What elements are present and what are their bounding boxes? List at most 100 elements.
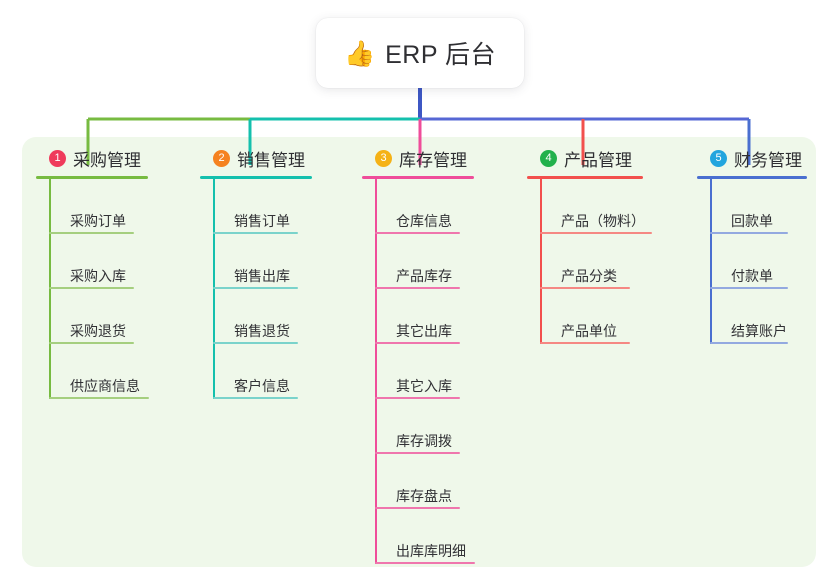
column-title-2: 销售管理 [237, 150, 305, 170]
column-header-rule-5 [697, 176, 807, 179]
module-item-label: 结算账户 [731, 323, 787, 339]
module-item-label: 产品（物料） [561, 213, 645, 229]
column-badge-5: 5 [710, 149, 727, 167]
column-spine-5 [710, 179, 712, 344]
module-item[interactable]: 库存盘点 [375, 454, 512, 509]
root-node-card[interactable]: 👍 ERP 后台 [316, 18, 524, 88]
module-item-rule [540, 287, 630, 289]
column-spine-2 [213, 179, 215, 399]
root-node-title: ERP 后台 [385, 41, 497, 69]
module-item[interactable]: 供应商信息 [49, 344, 186, 399]
column-items-5: 回款单付款单结算账户 [697, 179, 837, 344]
module-item-label: 出库库明细 [396, 543, 466, 559]
module-item-rule [375, 562, 475, 564]
column-items-2: 销售订单销售出库销售退货客户信息 [200, 179, 350, 399]
module-item[interactable]: 采购订单 [49, 179, 186, 234]
column-title-5: 财务管理 [734, 150, 802, 170]
column-badge-1: 1 [49, 149, 66, 167]
thumbs-up-icon: 👍 [343, 38, 376, 68]
module-item[interactable]: 产品单位 [540, 289, 687, 344]
module-item-rule [375, 507, 460, 509]
module-item-label: 仓库信息 [396, 213, 452, 229]
module-item-label: 产品分类 [561, 268, 617, 284]
column-title-1: 采购管理 [73, 150, 141, 170]
module-item-rule [710, 287, 788, 289]
module-column-3: 3 库存管理仓库信息产品库存其它出库其它入库库存调拨库存盘点出库库明细 [362, 146, 512, 564]
module-item-label: 回款单 [731, 213, 773, 229]
module-item[interactable]: 仓库信息 [375, 179, 512, 234]
module-item[interactable]: 回款单 [710, 179, 837, 234]
column-header-5[interactable]: 5 财务管理 [697, 146, 837, 170]
module-item[interactable]: 库存调拨 [375, 399, 512, 454]
module-item-label: 销售出库 [234, 268, 290, 284]
module-item-rule [213, 397, 298, 399]
module-item-label: 产品库存 [396, 268, 452, 284]
column-badge-2: 2 [213, 149, 230, 167]
module-item-rule [540, 342, 630, 344]
column-header-rule-3 [362, 176, 474, 179]
module-item[interactable]: 销售出库 [213, 234, 350, 289]
module-item-label: 付款单 [731, 268, 773, 284]
module-item-rule [540, 232, 652, 234]
module-item[interactable]: 产品（物料） [540, 179, 687, 234]
module-item-rule [375, 452, 460, 454]
module-item-rule [710, 232, 788, 234]
column-header-1[interactable]: 1 采购管理 [36, 146, 186, 170]
column-header-rule-4 [527, 176, 643, 179]
column-title-4: 产品管理 [564, 150, 632, 170]
column-badge-4: 4 [540, 149, 557, 167]
module-item-label: 供应商信息 [70, 378, 140, 394]
module-item[interactable]: 客户信息 [213, 344, 350, 399]
column-header-4[interactable]: 4 产品管理 [527, 146, 687, 170]
module-item[interactable]: 付款单 [710, 234, 837, 289]
column-header-2[interactable]: 2 销售管理 [200, 146, 350, 170]
module-item-label: 库存盘点 [396, 488, 452, 504]
module-column-5: 5 财务管理回款单付款单结算账户 [697, 146, 837, 344]
module-item[interactable]: 销售订单 [213, 179, 350, 234]
module-item-label: 库存调拨 [396, 433, 452, 449]
module-item-label: 其它出库 [396, 323, 452, 339]
column-spine-4 [540, 179, 542, 344]
module-item-label: 销售退货 [234, 323, 290, 339]
column-title-3: 库存管理 [399, 150, 467, 170]
column-items-3: 仓库信息产品库存其它出库其它入库库存调拨库存盘点出库库明细 [362, 179, 512, 564]
column-items-1: 采购订单采购入库采购退货供应商信息 [36, 179, 186, 399]
module-column-4: 4 产品管理产品（物料） 产品分类产品单位 [527, 146, 687, 344]
module-item[interactable]: 其它出库 [375, 289, 512, 344]
module-item-rule [375, 287, 460, 289]
module-item-label: 采购退货 [70, 323, 126, 339]
modules-panel [22, 137, 816, 567]
module-item-rule [49, 287, 134, 289]
module-item-rule [49, 397, 149, 399]
module-item-rule [213, 287, 298, 289]
column-header-3[interactable]: 3 库存管理 [362, 146, 512, 170]
module-item-label: 销售订单 [234, 213, 290, 229]
module-item[interactable]: 销售退货 [213, 289, 350, 344]
module-item[interactable]: 采购入库 [49, 234, 186, 289]
module-item-rule [49, 342, 134, 344]
module-item-rule [375, 397, 460, 399]
module-item-rule [213, 232, 298, 234]
module-item-label: 其它入库 [396, 378, 452, 394]
module-item-label: 采购订单 [70, 213, 126, 229]
module-item[interactable]: 产品分类 [540, 234, 687, 289]
module-item[interactable]: 产品库存 [375, 234, 512, 289]
column-spine-3 [375, 179, 377, 564]
module-item-rule [375, 232, 460, 234]
module-item-rule [375, 342, 460, 344]
module-item-label: 采购入库 [70, 268, 126, 284]
module-item[interactable]: 出库库明细 [375, 509, 512, 564]
module-item[interactable]: 其它入库 [375, 344, 512, 399]
module-item-rule [213, 342, 298, 344]
module-item[interactable]: 结算账户 [710, 289, 837, 344]
column-header-rule-2 [200, 176, 312, 179]
module-column-1: 1 采购管理采购订单采购入库采购退货供应商信息 [36, 146, 186, 399]
module-item[interactable]: 采购退货 [49, 289, 186, 344]
module-item-label: 产品单位 [561, 323, 617, 339]
column-badge-3: 3 [375, 149, 392, 167]
module-column-2: 2 销售管理销售订单销售出库销售退货客户信息 [200, 146, 350, 399]
module-item-label: 客户信息 [234, 378, 290, 394]
module-item-rule [710, 342, 788, 344]
column-spine-1 [49, 179, 51, 399]
